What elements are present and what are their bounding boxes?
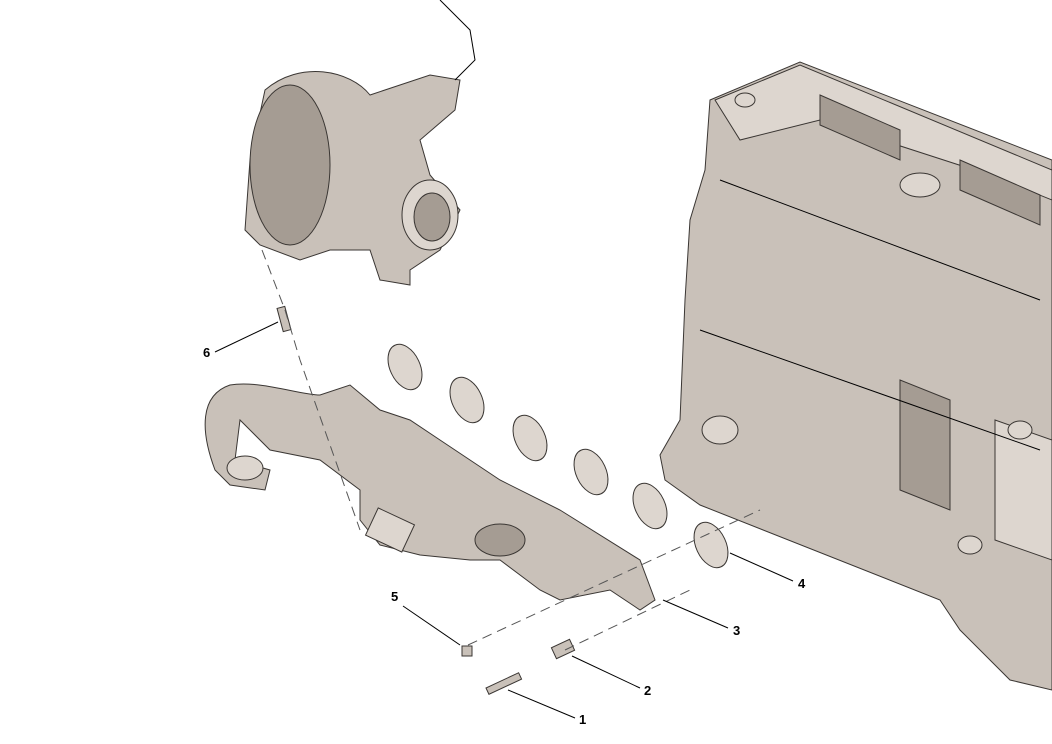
leader-line-6 — [214, 321, 279, 353]
callout-3: 3 — [733, 623, 741, 638]
callout-4: 4 — [798, 576, 806, 591]
engine-block — [659, 61, 1052, 691]
exhaust-manifold — [204, 383, 656, 611]
leader-line-4 — [729, 552, 794, 582]
stud — [276, 305, 292, 333]
bolt — [485, 672, 523, 695]
leader-line-1 — [507, 689, 576, 719]
callout-2: 2 — [644, 683, 652, 698]
callout-6: 6 — [203, 345, 211, 360]
turbocharger — [244, 0, 476, 286]
gaskets — [387, 343, 729, 569]
nut — [461, 645, 473, 657]
callout-5: 5 — [391, 589, 399, 604]
leader-line-5 — [402, 605, 461, 646]
leader-line-2 — [571, 655, 641, 689]
leader-line-3 — [662, 599, 729, 629]
spacer — [550, 638, 576, 660]
callout-1: 1 — [579, 712, 587, 727]
